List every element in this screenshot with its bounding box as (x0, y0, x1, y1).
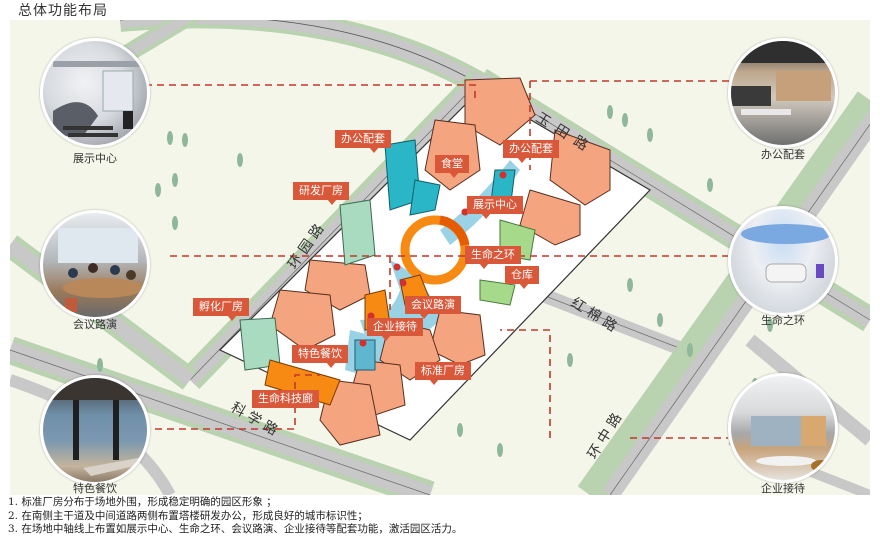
office-tower (384, 139, 516, 216)
office-scene-icon (731, 41, 835, 115)
note-3: 3. 在场地中轴线上布置如展示中心、生命之环、会议路演、企业接待等配套功能，激活… (8, 523, 463, 535)
photo-office (728, 38, 838, 148)
leader-lines (145, 80, 730, 439)
note-1: 1. 标准厂房分布于场地外围，形成稳定明确的园区形象 ； (8, 496, 277, 508)
callout-dining: 特色餐饮 (292, 345, 348, 368)
callout-incubator: 孵化厂房 (193, 298, 249, 321)
dining-building (354, 339, 376, 371)
callout-canteen: 食堂 (435, 155, 469, 178)
standard-factory-buildings (269, 77, 611, 446)
callout-exhibition: 展示中心 (467, 196, 523, 219)
caption-office: 办公配套 (761, 148, 805, 161)
caption-reception: 企业接待 (761, 482, 805, 495)
callout-ring: 生命之环 (465, 246, 521, 269)
incubator-buildings (239, 199, 376, 371)
conference-scene-icon (58, 228, 143, 312)
callout-corridor: 生命科技廊 (252, 390, 319, 408)
caption-conference: 会议路演 (73, 318, 117, 331)
reception-scene-icon (751, 416, 831, 472)
photo-life-ring (728, 206, 838, 316)
note-2: 2. 在南侧主干道及中间道路两侧布置塔楼研发办公，形成良好的城市标识性； (8, 509, 368, 522)
callout-office-right: 办公配套 (503, 140, 559, 163)
design-notes: 1. 标准厂房分布于场地外围，形成稳定明确的园区形象 ； 2. 在南侧主干道及中… (8, 496, 462, 537)
callout-reception: 企业接待 (367, 318, 423, 341)
caption-dining: 特色餐饮 (73, 482, 117, 495)
exhibition-scene-icon (53, 61, 143, 137)
callout-warehouse: 仓库 (505, 266, 539, 289)
callout-rd-factory: 研发厂房 (293, 182, 349, 205)
caption-life-ring: 生命之环 (761, 314, 805, 327)
dining-scene-icon (43, 378, 147, 476)
site-plan-map: 玉田路 环 园 路 红 棉 路 科 学 路 环 中 路 办公配套 食堂 办公配套… (10, 20, 870, 495)
callout-conference: 会议路演 (405, 296, 461, 319)
photo-reception (728, 373, 838, 483)
caption-exhibition-center: 展示中心 (73, 152, 117, 165)
photo-conference (40, 210, 150, 320)
photo-dining (40, 375, 150, 485)
page-title: 总体功能布局 (18, 3, 108, 19)
photo-exhibition-center (40, 38, 150, 148)
marker-dots (359, 171, 507, 347)
callout-office-left: 办公配套 (335, 130, 391, 153)
callout-standard-factory: 标准厂房 (415, 362, 471, 385)
lobby-scene-icon (741, 224, 831, 283)
